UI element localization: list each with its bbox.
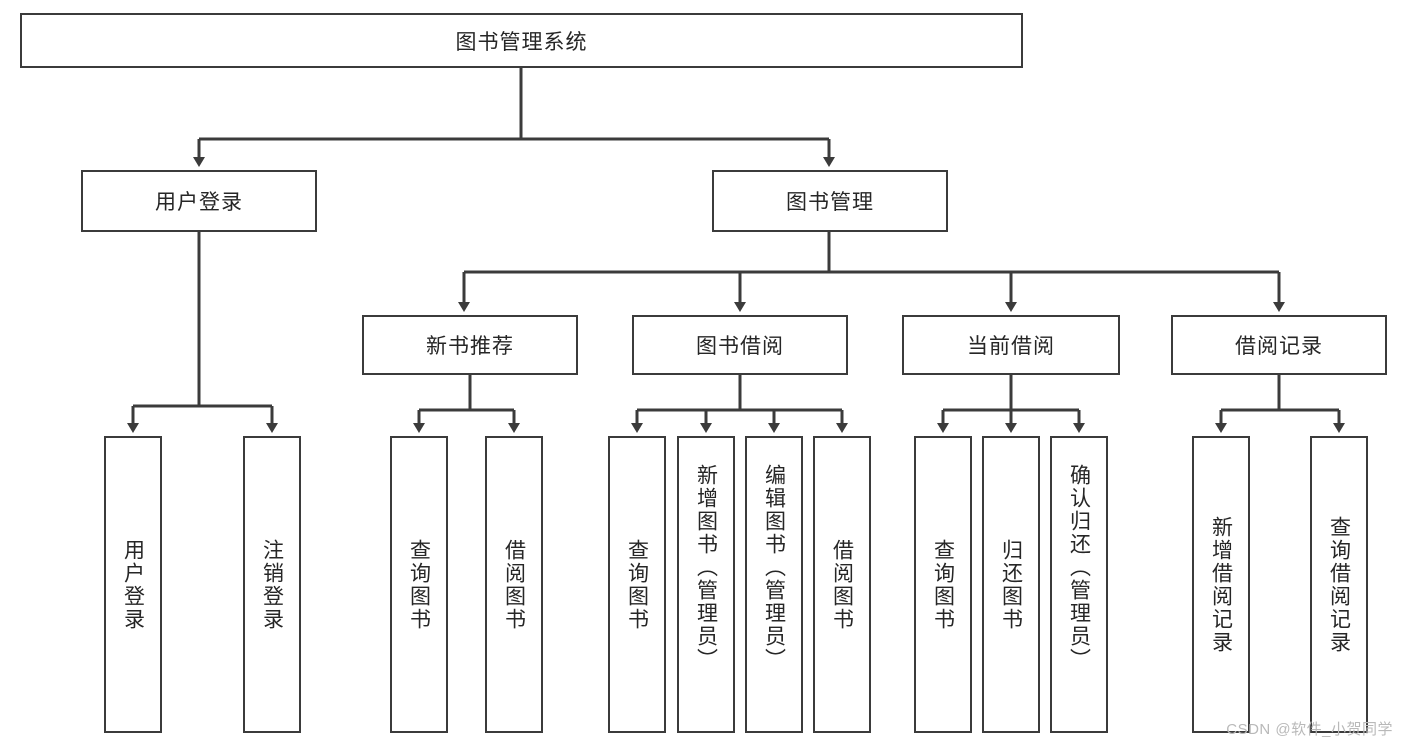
leaf-query-book-current[interactable]: 查询图书 [914,436,972,733]
node-root[interactable]: 图书管理系统 [20,13,1023,68]
node-book-management[interactable]: 图书管理 [712,170,948,232]
leaf-return-book[interactable]: 归还图书 [982,436,1040,733]
leaf-query-book-recommend[interactable]: 查询图书 [390,436,448,733]
node-new-book-recommend[interactable]: 新书推荐 [362,315,578,375]
leaf-query-borrow-record[interactable]: 查询借阅记录 [1310,436,1368,733]
leaf-confirm-return-admin[interactable]: 确认归还（管理员） [1050,436,1108,733]
leaf-user-login[interactable]: 用户登录 [104,436,162,733]
leaf-edit-book-admin[interactable]: 编辑图书（管理员） [745,436,803,733]
leaf-borrow-book-recommend[interactable]: 借阅图书 [485,436,543,733]
leaf-logout[interactable]: 注销登录 [243,436,301,733]
leaf-query-book-borrow[interactable]: 查询图书 [608,436,666,733]
leaf-borrow-book[interactable]: 借阅图书 [813,436,871,733]
node-user-login[interactable]: 用户登录 [81,170,317,232]
node-book-borrow[interactable]: 图书借阅 [632,315,848,375]
leaf-add-borrow-record[interactable]: 新增借阅记录 [1192,436,1250,733]
node-current-borrow[interactable]: 当前借阅 [902,315,1120,375]
tree-connectors [127,68,1345,433]
node-borrow-records[interactable]: 借阅记录 [1171,315,1387,375]
leaf-add-book-admin[interactable]: 新增图书（管理员） [677,436,735,733]
